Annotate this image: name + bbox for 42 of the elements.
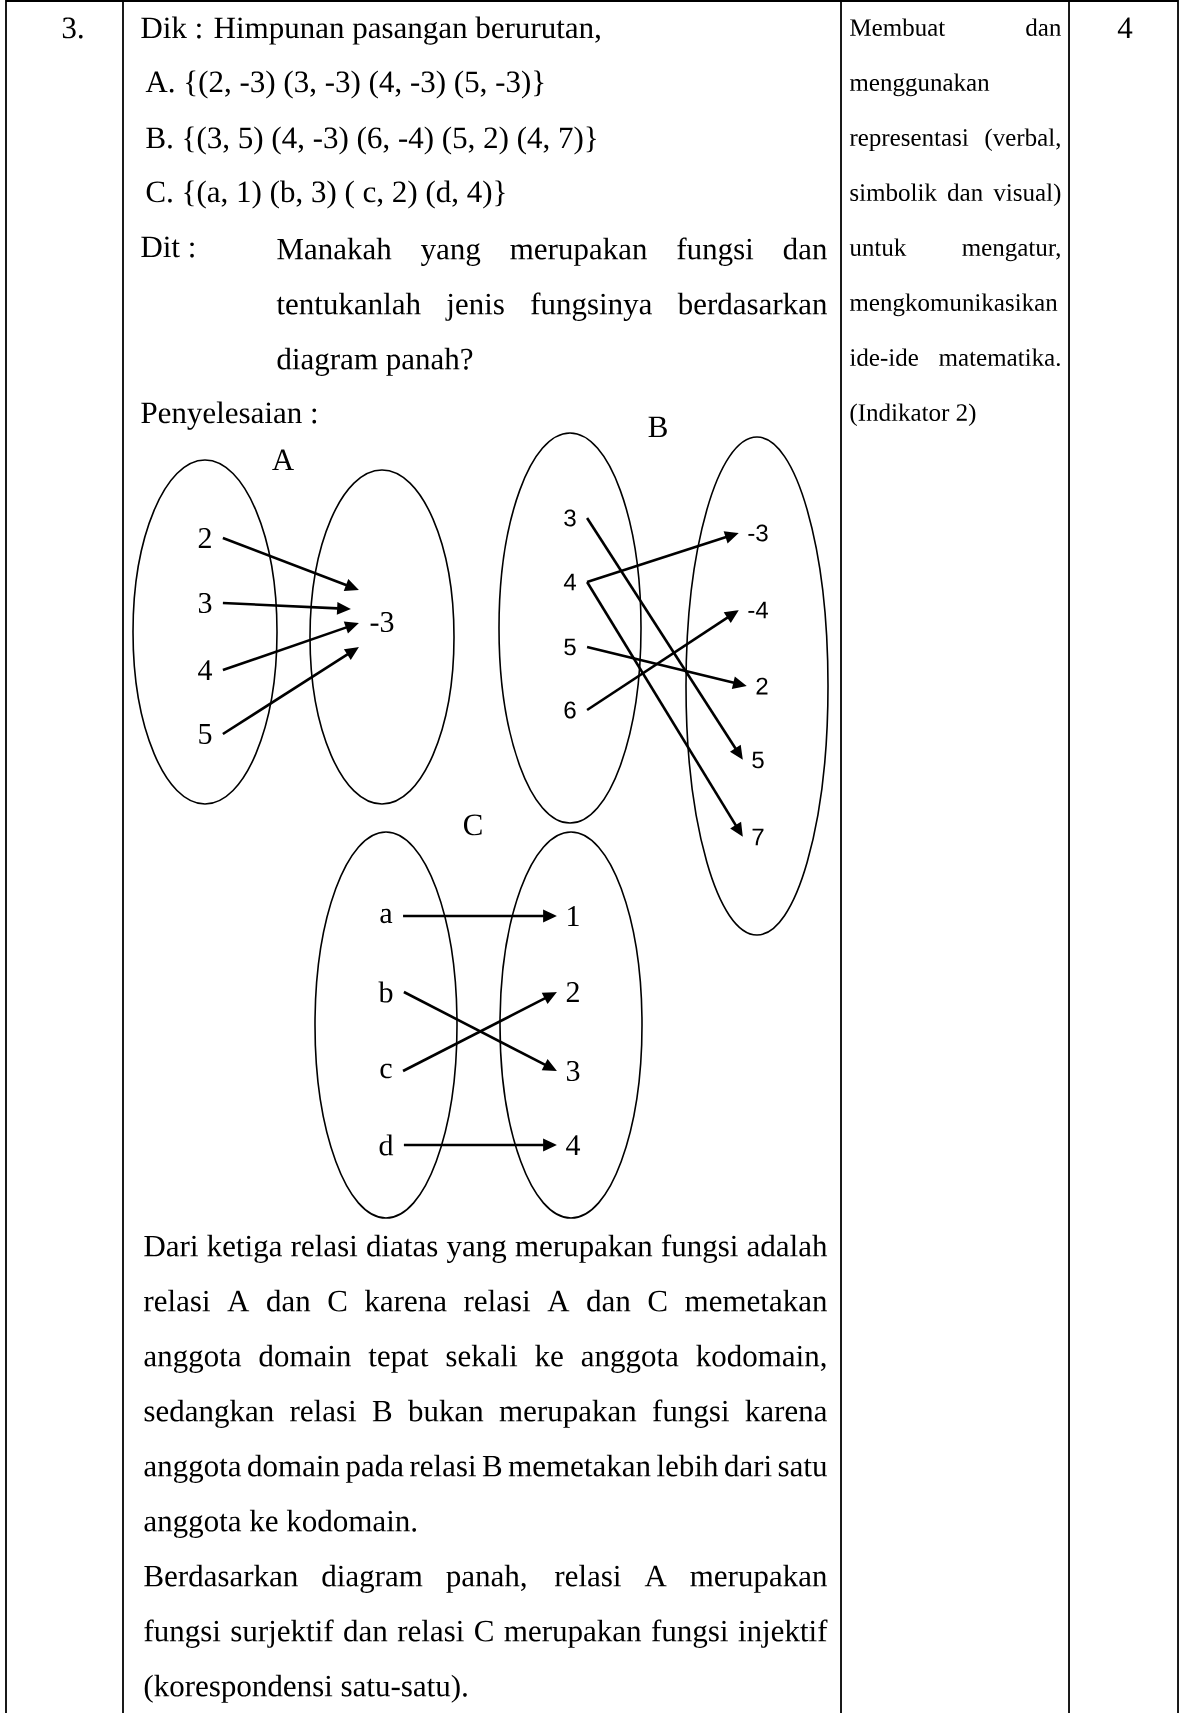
- element-label: 4: [566, 1135, 581, 1155]
- element-label: 3: [566, 1060, 580, 1082]
- set-ellipse: [498, 432, 642, 824]
- answer-paragraph: Dari ketiga relasi diatas yang merupakan fungsi adalah relasi A dan C karena relasi A dan C memetakan anggota domain tepat sekali ke anggota kodomain, sedangkan relasi B bukan merupakan fungsi karena anggota domain pada relasi B memetakan lebih dari satu anggota ke kodomain.: [144, 1234, 828, 1538]
- question-text: Manakah yang merupakan fungsi dan tentukanlah jenis fungsinya berdasarkan diagram panah?: [276, 237, 827, 376]
- answer-paragraph: Berdasarkan diagram panah, relasi A merupakan fungsi surjektif dan relasi C merupakan fungsi injektif (korespondensi satu-satu).: [144, 1564, 828, 1703]
- element-label: 6: [564, 701, 576, 719]
- element-label: 2: [756, 677, 768, 695]
- element-label: 4: [198, 660, 212, 680]
- element-label: a: [380, 908, 393, 924]
- question-text: Dik : Himpunan pasangan berurutan,: [141, 16, 600, 45]
- set-ellipse: [314, 831, 458, 1219]
- element-label: b: [378, 981, 393, 1003]
- question-text: Dit :: [141, 236, 194, 258]
- element-label: 4: [563, 573, 576, 591]
- element-label: -3: [748, 524, 768, 542]
- answer-heading: Penyelesaian :: [141, 401, 317, 430]
- set-text: B. {(3, 5) (4, -3) (6, -4) (5, 2) (4, 7)}: [146, 126, 596, 155]
- element-label: 5: [752, 751, 764, 769]
- element-label: 2: [566, 982, 579, 1002]
- element-label: -3: [370, 611, 394, 633]
- element-label: 7: [752, 828, 764, 846]
- element-label: 5: [564, 638, 576, 656]
- set-text: C. {(a, 1) (b, 3) ( c, 2) (d, 4)}: [146, 180, 505, 209]
- set-ellipse: [309, 469, 455, 805]
- element-label: 5: [199, 724, 212, 744]
- set-ellipse: [685, 436, 829, 936]
- set-ellipse: [499, 831, 643, 1219]
- element-label: -4: [748, 601, 768, 619]
- score-text: 4: [1117, 17, 1133, 38]
- set-letter: C: [463, 814, 482, 836]
- set-letter: B: [648, 416, 667, 438]
- element-label: 3: [198, 592, 212, 614]
- indicator-text: Membuat dan menggunakan representasi (verbal, simbolik dan visual) untuk mengatur, mengkomunikasikan ide-ide matematika. (Indikator 2): [849, 18, 1061, 427]
- set-text: A. {(2, -3) (3, -3) (4, -3) (5, -3)}: [145, 70, 544, 99]
- element-label: d: [379, 1134, 394, 1156]
- set-letter: A: [272, 449, 294, 470]
- element-label: 3: [564, 509, 576, 527]
- element-label: 2: [198, 528, 211, 548]
- element-label: 1: [568, 906, 579, 926]
- element-label: c: [380, 1063, 392, 1079]
- row-number: 3.: [62, 17, 83, 39]
